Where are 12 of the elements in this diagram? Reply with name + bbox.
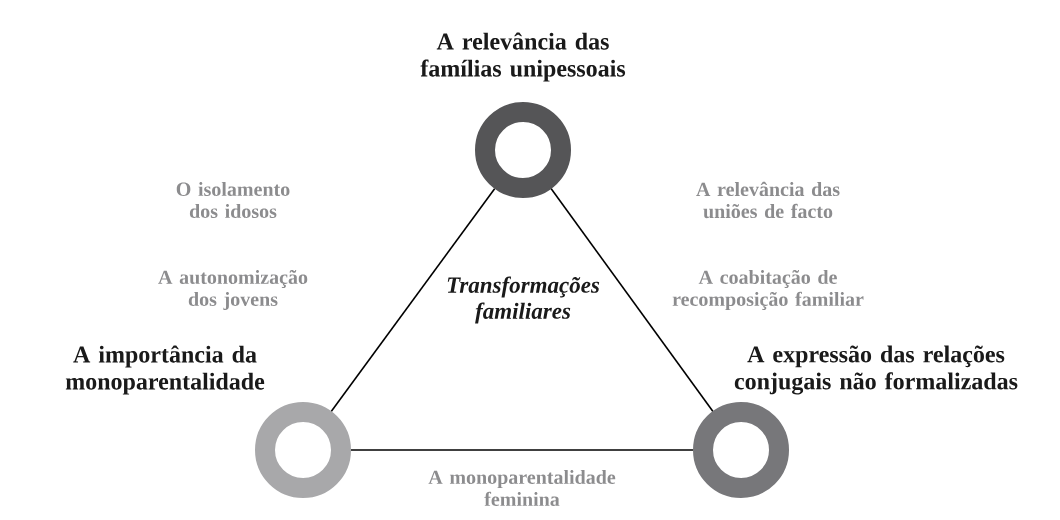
connector-line <box>550 188 714 412</box>
connector-line <box>330 187 496 413</box>
side-note: A autonomização dos jovens <box>158 269 308 311</box>
node-heading: A importância da monoparentalidade <box>65 345 265 395</box>
node-heading: A relevância das famílias unipessoais <box>420 32 626 82</box>
side-note: A coabitação de recomposição familiar <box>672 269 864 311</box>
side-note: O isolamento dos idosos <box>176 181 290 219</box>
edge-label: A monoparentalidade feminina <box>425 467 619 509</box>
side-note: A relevância das uniões de facto <box>696 181 840 219</box>
node-heading: A expressão das relações conjugais não formalizadas <box>734 345 1018 395</box>
center-title: Transformações familiares <box>447 276 600 324</box>
connector-line <box>350 449 694 451</box>
